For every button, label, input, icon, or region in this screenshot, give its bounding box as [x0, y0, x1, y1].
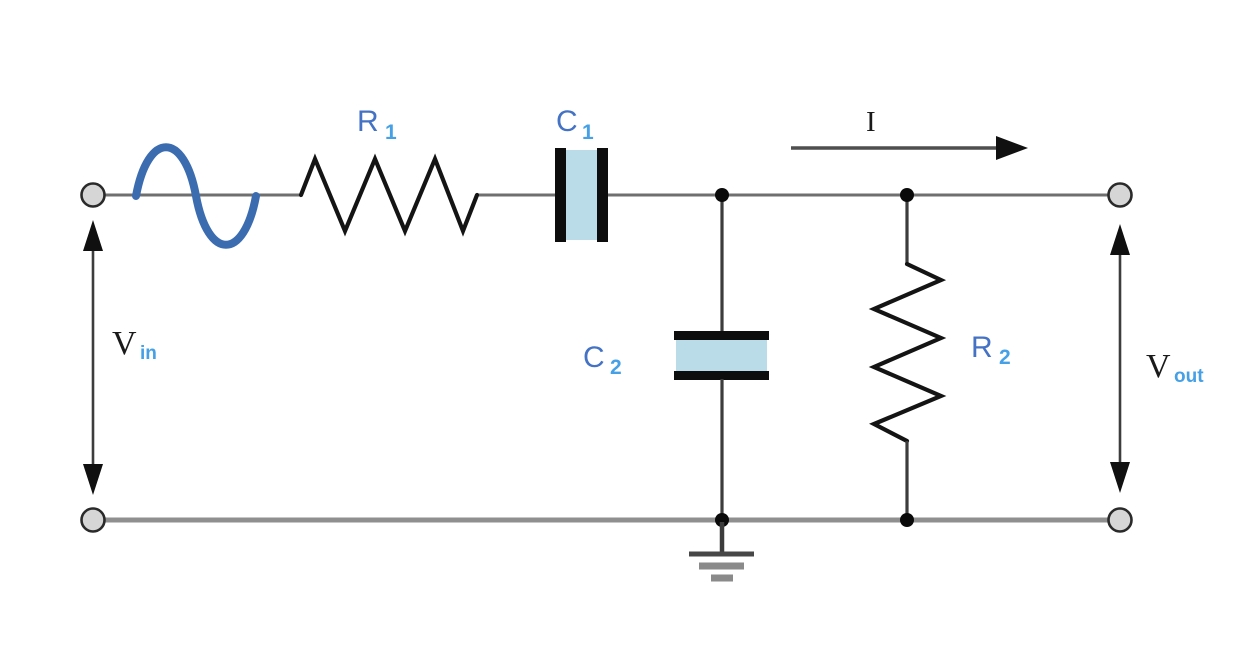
label-c2-subscript: 2 [610, 356, 622, 379]
label-vout-subscript: out [1174, 366, 1204, 387]
terminal-output-top [1107, 182, 1133, 208]
sine-wave-icon [132, 143, 260, 249]
current-arrowhead [996, 136, 1028, 160]
capacitor-c1 [555, 148, 608, 242]
capacitor-c2-dielectric [676, 339, 767, 372]
label-r1-subscript: 1 [385, 121, 397, 144]
resistor-r2-zigzag [868, 261, 947, 444]
label-vin-subscript: in [140, 343, 157, 364]
current-arrow-icon [791, 136, 1028, 160]
label-c2: C [583, 341, 605, 374]
vin-arrow-icon [83, 220, 103, 495]
vin-arrowhead-down [83, 464, 103, 495]
capacitor-c2-top-plate [674, 331, 769, 340]
terminal-input-top [80, 182, 106, 208]
junction-dot-c2-top [715, 188, 729, 202]
capacitor-c1-right-plate [597, 148, 608, 242]
terminal-output-bottom [1107, 507, 1133, 533]
junction-dot-r2-top [900, 188, 914, 202]
capacitor-c1-left-plate [555, 148, 566, 242]
label-vout: V [1146, 348, 1171, 385]
label-c1: C [556, 105, 578, 138]
capacitor-c2 [674, 331, 769, 380]
label-r2-subscript: 2 [999, 346, 1011, 369]
label-current-i: I [866, 106, 876, 138]
vout-arrowhead-down [1110, 462, 1130, 493]
ground-icon [689, 522, 754, 582]
junction-dot-c2-bottom [715, 513, 729, 527]
junction-dot-r2-bottom [900, 513, 914, 527]
vout-arrow-icon [1110, 224, 1130, 493]
label-r1: R [357, 105, 379, 138]
label-r2: R [971, 331, 993, 364]
resistor-r1-zigzag [298, 153, 480, 237]
terminal-input-bottom [80, 507, 106, 533]
capacitor-c1-dielectric [566, 150, 598, 240]
label-c1-subscript: 1 [582, 121, 594, 144]
vin-arrowhead-up [83, 220, 103, 251]
capacitor-c2-bottom-plate [674, 371, 769, 380]
label-vin: V [112, 325, 137, 362]
vout-arrowhead-up [1110, 224, 1130, 255]
